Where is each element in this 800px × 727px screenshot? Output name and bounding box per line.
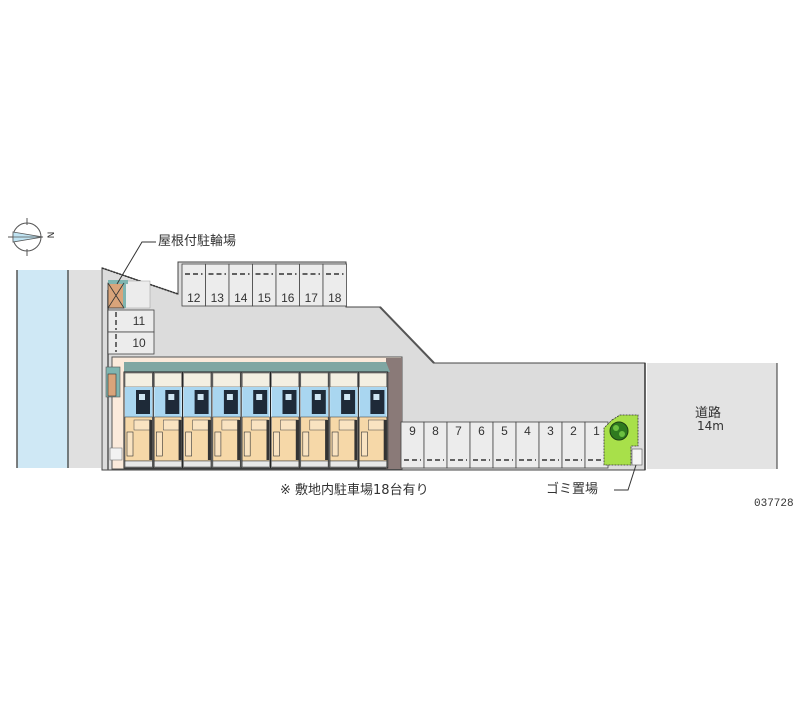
parking-slot-number: 7 [455, 424, 462, 438]
side-path [69, 270, 101, 468]
parking-slot-number: 18 [328, 291, 342, 305]
property-code: 037728 [754, 498, 794, 510]
parking-bottom-group [400, 421, 609, 469]
parking-slot-number: 5 [501, 424, 508, 438]
parking-slot-number: 13 [210, 291, 224, 305]
garbage-label: ゴミ置場 [546, 482, 599, 497]
apartment-unit [328, 371, 359, 469]
compass-icon [8, 218, 44, 256]
tree-icon [609, 421, 629, 441]
parking-slot-number: 12 [187, 291, 201, 305]
parking-slot-number: 9 [409, 424, 416, 438]
parking-top-group [181, 263, 347, 307]
bicycle-parking-label: 屋根付駐輪場 [158, 234, 237, 249]
garbage-area [603, 414, 643, 466]
parking-slot-number: 8 [432, 424, 439, 438]
parking-slot-number: 3 [547, 424, 554, 438]
apartment-unit [299, 371, 330, 469]
parking-slot-number: 6 [478, 424, 485, 438]
parking-note: ※ 敷地内駐車場18台有り [280, 483, 429, 498]
parking-slot-number: 14 [234, 291, 248, 305]
bicycle-parking-leader [116, 241, 156, 285]
parking-slot-number: 16 [281, 291, 295, 305]
apartment-unit [357, 371, 389, 469]
parking-slot-number: 1 [593, 424, 600, 438]
parking-slot-number: 10 [132, 336, 146, 350]
road-label: 道路 [695, 406, 722, 421]
road [647, 363, 777, 469]
apartment-unit [240, 371, 271, 469]
parking-slot-number: 17 [304, 291, 318, 305]
apartment-unit [211, 371, 242, 469]
bicycle-parking [107, 280, 151, 309]
parking-left-group [107, 309, 155, 355]
apartment-unit [152, 371, 184, 469]
garbage-leader [614, 464, 637, 491]
road-width-label: 14m [697, 419, 724, 433]
parking-slot-number: 4 [524, 424, 531, 438]
parking-slot-number: 15 [257, 291, 271, 305]
parking-slot [107, 331, 155, 355]
apartment-unit [270, 371, 301, 469]
apartment-building [105, 356, 403, 470]
apartment-unit [182, 371, 213, 469]
apartment-unit [123, 371, 154, 469]
compass-north-label: N [44, 231, 55, 239]
river [17, 270, 69, 468]
parking-slot-number: 11 [132, 314, 146, 328]
parking-slot-number: 2 [570, 424, 577, 438]
